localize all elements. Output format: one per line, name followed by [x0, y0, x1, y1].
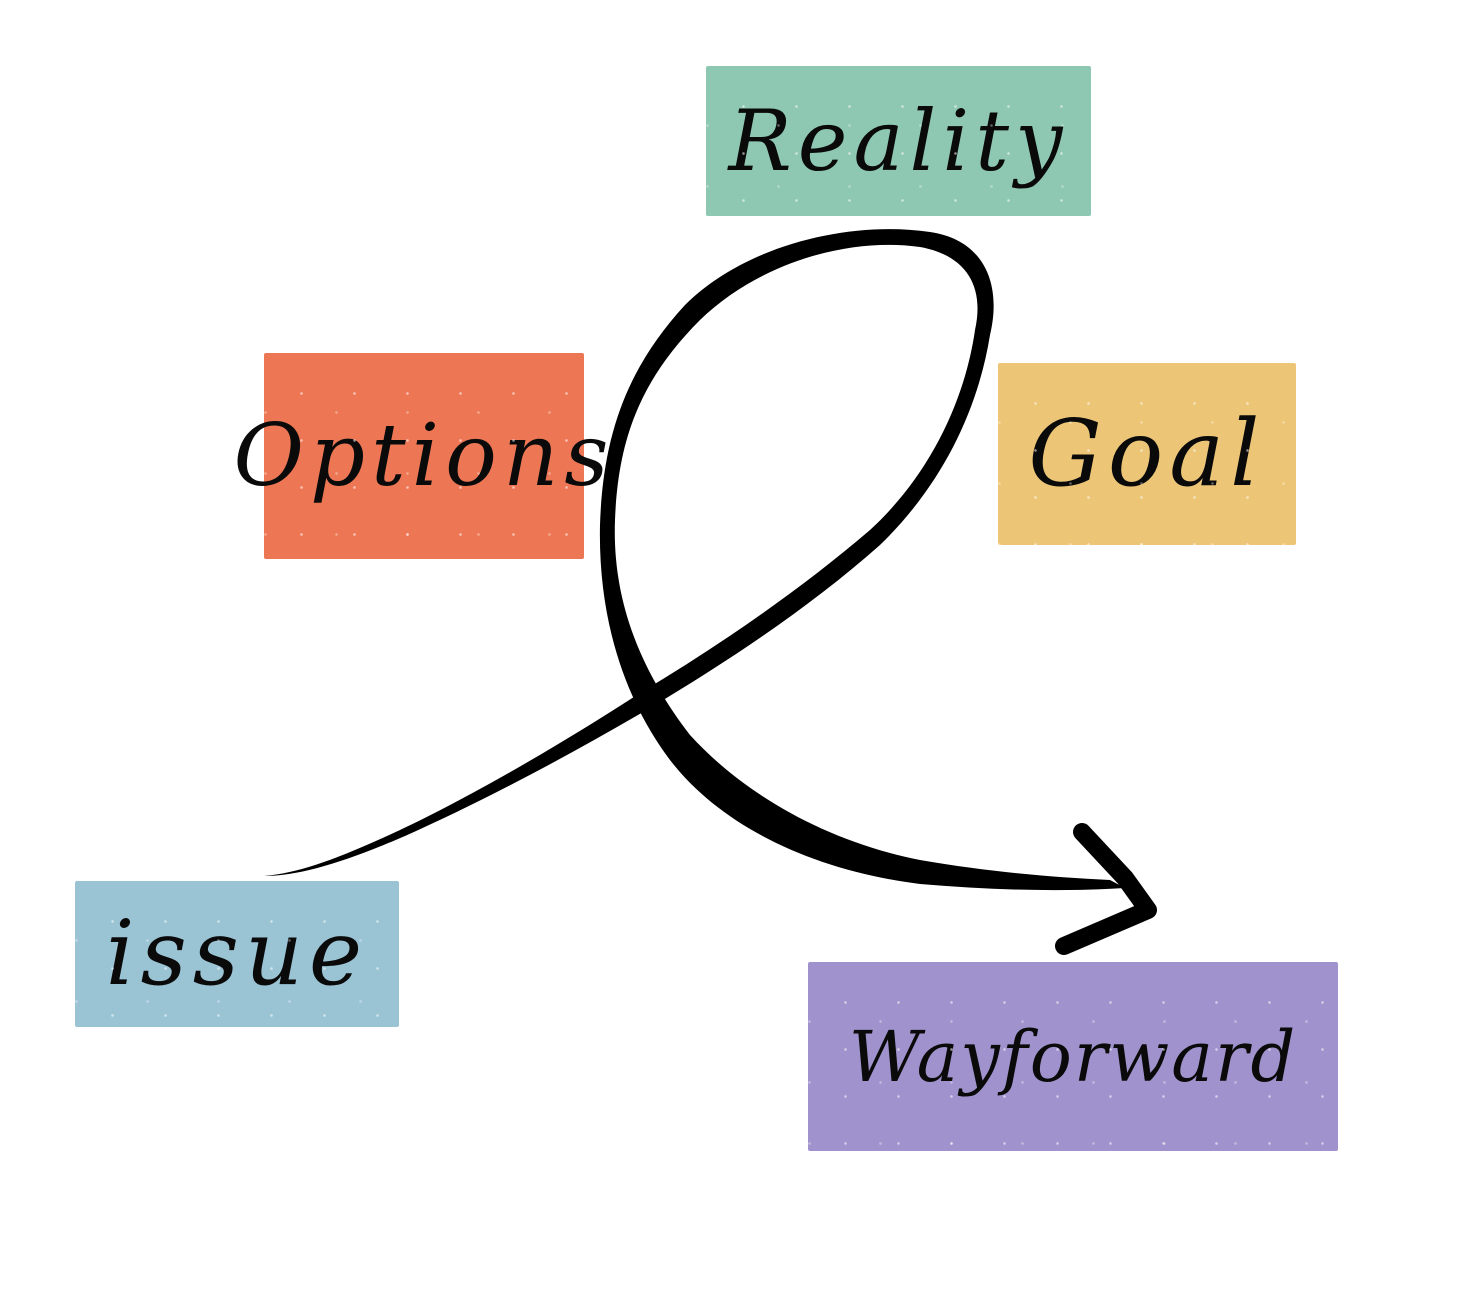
reality-label: Reality — [728, 92, 1069, 190]
options-box: Options — [234, 353, 608, 559]
flow-arrowhead — [1055, 823, 1157, 955]
options-label: Options — [233, 406, 615, 506]
issue-label: issue — [105, 901, 369, 1006]
reality-box: Reality — [706, 66, 1091, 216]
wayforward-label: Wayforward — [848, 1015, 1298, 1098]
goal-box: Goal — [998, 363, 1296, 545]
goal-label: Goal — [1028, 400, 1266, 507]
issue-box: issue — [75, 881, 399, 1027]
flow-loop-arrow — [264, 229, 1125, 891]
wayforward-box: Wayforward — [808, 962, 1338, 1151]
flow-arrowhead-tip — [1076, 826, 1094, 840]
